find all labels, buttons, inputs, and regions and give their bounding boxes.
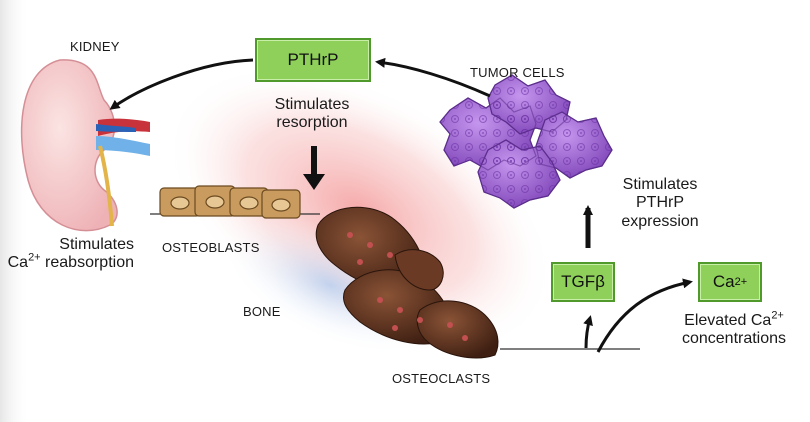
left-edge-shadow [0, 0, 30, 422]
kidney-label: KIDNEY [70, 39, 120, 54]
kidney-effect-line2-sup: 2+ [28, 252, 41, 265]
calcium-effect-label: Elevated Ca2+ concentrations [660, 309, 808, 349]
kidney-effect-line2-suffix: reabsorption [40, 254, 134, 272]
pathway-arrows [109, 57, 693, 353]
pthrp-box: PTHrP [255, 38, 371, 82]
tgfb-effect-line3: expression [621, 212, 699, 230]
tgfb-effect-label: Stimulates PTHrP expression [608, 176, 712, 231]
kidney-effect-line2-prefix: Ca [7, 254, 29, 272]
calcium-effect-line1-prefix: Elevated Ca [684, 312, 772, 329]
arrow-pthrp-to-kidney [109, 58, 254, 110]
calcium-effect-line2: concentrations [681, 330, 787, 348]
osteoclast-nuclei [347, 232, 468, 341]
tgfb-box: TGFβ [551, 262, 615, 302]
tumor-cells-cluster [439, 74, 613, 209]
tumor-cells-label: TUMOR CELLS [470, 65, 565, 80]
calcium-box-prefix: Ca [712, 272, 735, 291]
arrow-tumor-to-pthrp [375, 57, 491, 98]
pthrp-effect-label: Stimulates resorption [252, 96, 372, 133]
tgfb-effect-line1: Stimulates [622, 176, 698, 193]
pthrp-effect-line2: resorption [276, 114, 348, 132]
osteoblasts-label: OSTEOBLASTS [162, 240, 260, 255]
bone-label: BONE [243, 304, 281, 319]
kidney-effect-line1: Stimulates [59, 236, 134, 253]
arrow-bone-to-calcium [596, 278, 693, 353]
arrow-pthrp-to-bone-head [303, 174, 325, 190]
pthrp-effect-line1: Stimulates [274, 96, 350, 113]
osteoclasts-cells [315, 206, 499, 359]
tgfb-effect-line2: PTHrP [636, 194, 684, 212]
arrow-bone-to-tgfb [583, 315, 593, 349]
osteoclasts-label: OSTEOCLASTS [392, 371, 491, 386]
kidney-effect-label: Stimulates Ca2+ reabsorption [4, 236, 134, 273]
osteoblasts-cells [159, 185, 301, 219]
kidney-illustration [20, 59, 150, 232]
calcium-effect-line1-sup: 2+ [771, 309, 784, 322]
